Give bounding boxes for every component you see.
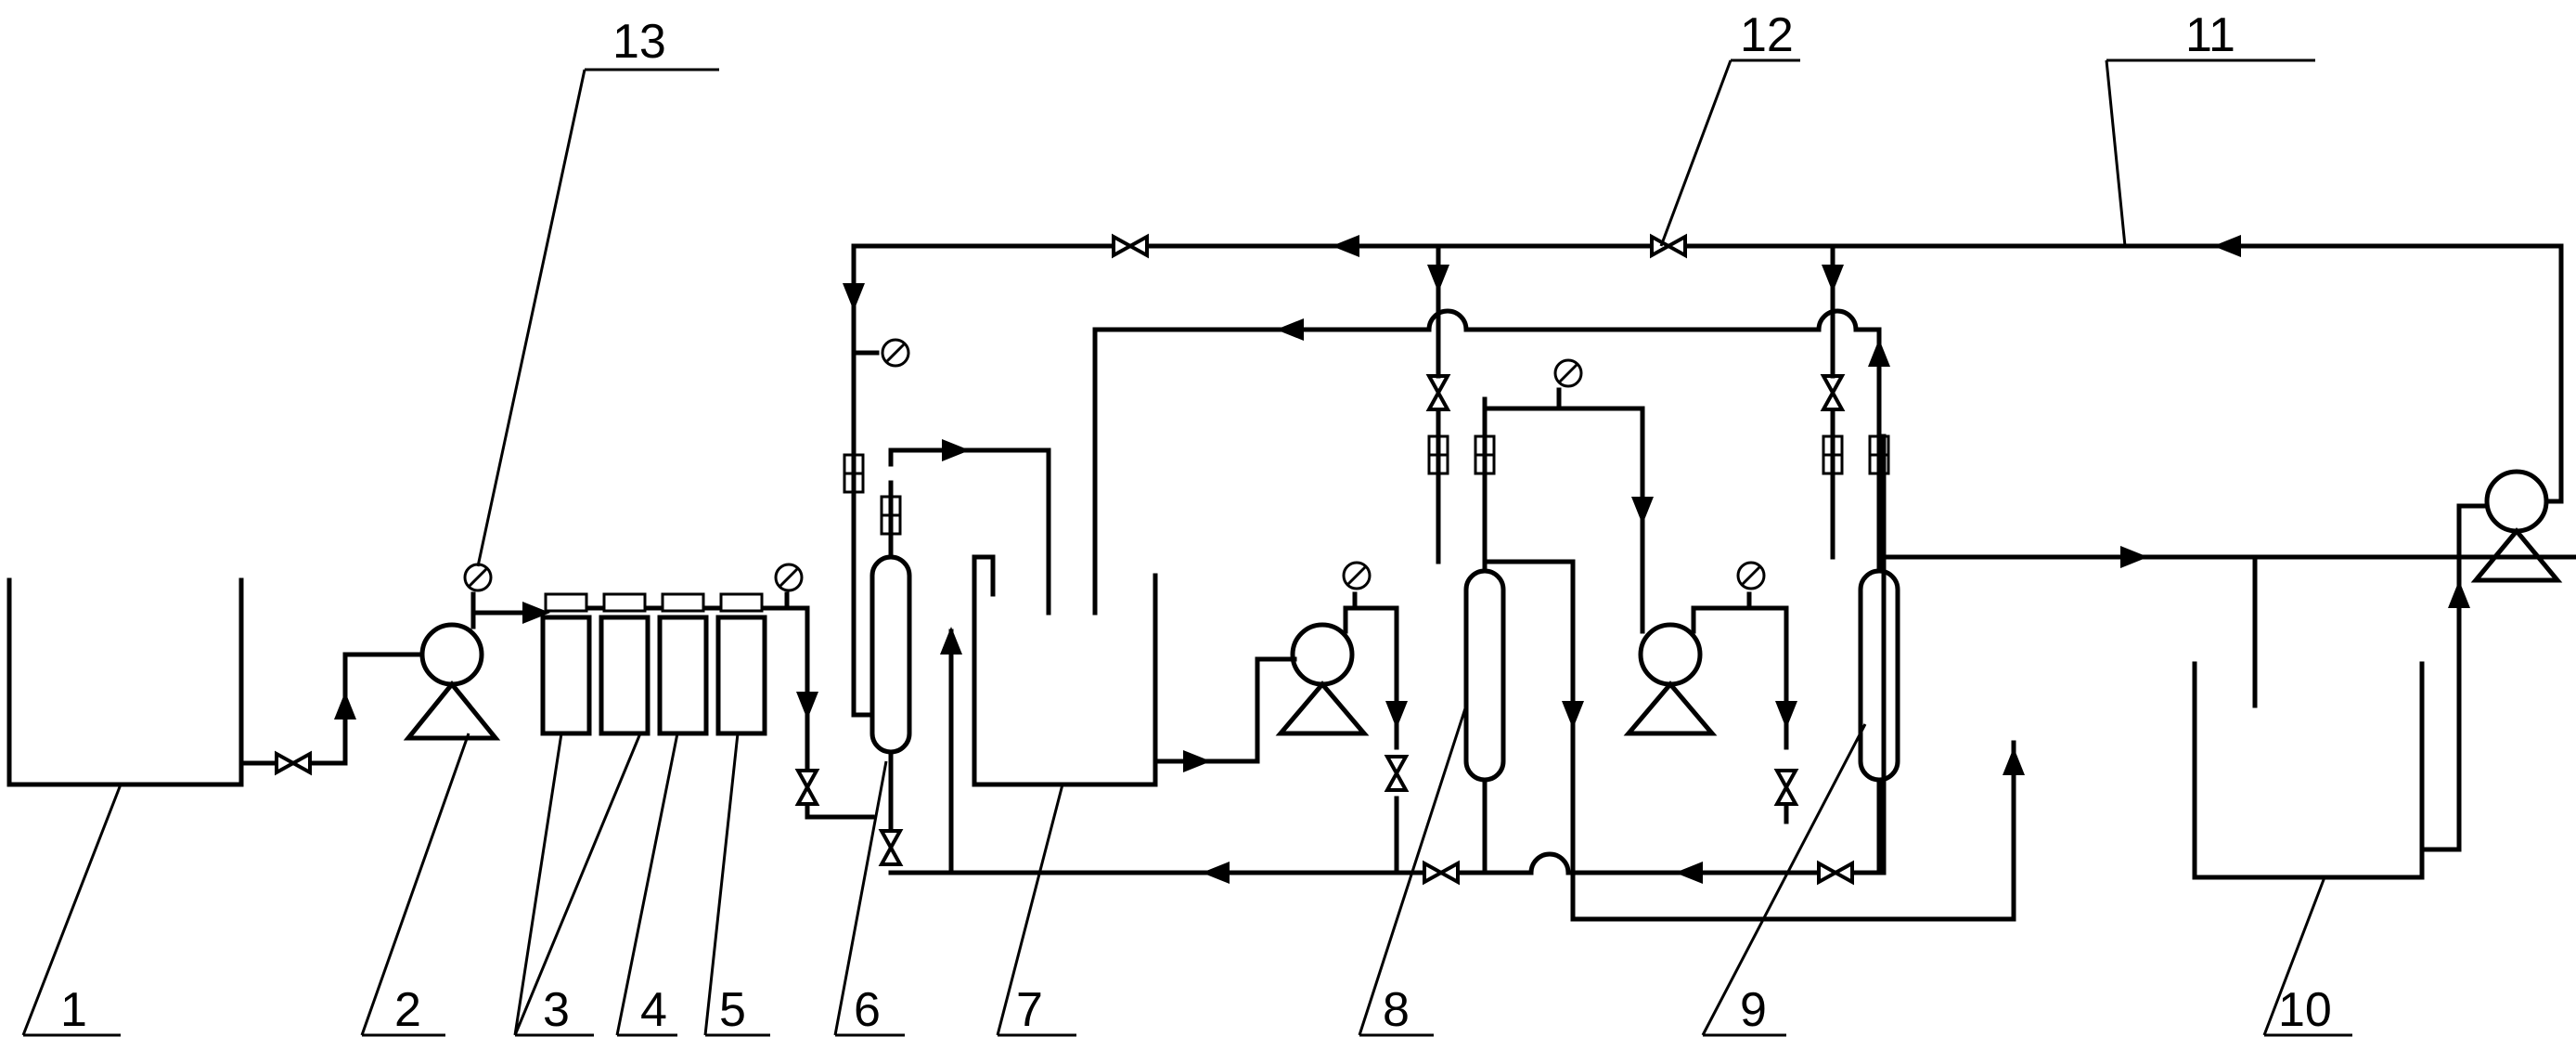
label-9: 9 xyxy=(1740,983,1767,1037)
label-1: 1 xyxy=(60,983,87,1037)
valve-recycle-12 xyxy=(1650,233,1687,259)
pipe-return-to-tank7 xyxy=(1092,318,1409,616)
valve-tank1-outlet xyxy=(275,750,312,776)
pump-column9 xyxy=(1623,561,1797,824)
pipe-tank1-to-pump2 xyxy=(238,652,425,766)
column-6 xyxy=(869,439,1051,866)
tank-10 xyxy=(2192,554,2425,880)
pressure-gauge-13 xyxy=(463,563,493,629)
valve-column6-inlet xyxy=(794,769,820,806)
valve-column9-top xyxy=(1820,374,1846,411)
filter-3a xyxy=(540,592,592,736)
label-8: 8 xyxy=(1383,983,1410,1037)
pipe-tank10-to-pump xyxy=(2419,503,2490,852)
pump-column8 xyxy=(1275,561,1408,875)
pipe-lower-loop xyxy=(1570,740,2025,922)
top-recycle-line xyxy=(851,235,2564,379)
valve-column8-top xyxy=(1425,374,1451,411)
column-8 xyxy=(1427,396,1584,922)
valve-column8-feed xyxy=(1384,755,1410,792)
pipe-tank7-to-pump xyxy=(1153,656,1297,772)
leader-lines xyxy=(21,58,2352,1037)
column-9 xyxy=(1403,308,2576,875)
label-3: 3 xyxy=(543,983,570,1037)
label-11: 11 xyxy=(2185,8,2235,62)
valve-column6-bottom xyxy=(878,829,904,866)
label-4: 4 xyxy=(640,983,667,1037)
pipe-recycle-to-column6 xyxy=(843,243,910,718)
tank-1 xyxy=(6,577,244,787)
pump-2 xyxy=(403,622,501,741)
label-10: 10 xyxy=(2278,983,2332,1037)
label-5: 5 xyxy=(719,983,746,1037)
valve-column9-feed xyxy=(1773,769,1799,806)
pipe-bottom-return xyxy=(888,434,1887,884)
label-2: 2 xyxy=(394,983,421,1037)
pipe-column8-to-pump9 xyxy=(1482,358,1654,597)
tank-7 xyxy=(972,554,1158,787)
valve-recycle-column6 xyxy=(1112,233,1149,259)
label-6: 6 xyxy=(854,983,881,1037)
valve-bottom-return-8 xyxy=(1423,860,1460,886)
pipe-pump2-to-filters xyxy=(470,602,550,629)
pressure-gauge-filter xyxy=(774,563,804,611)
item-labels: 1 2 3 4 5 6 7 8 9 10 11 12 13 xyxy=(60,8,2332,1037)
filter-4 xyxy=(657,592,709,736)
valve-bottom-return-9 xyxy=(1817,860,1854,886)
filter-5 xyxy=(715,592,767,736)
label-13: 13 xyxy=(612,15,666,69)
pump-tank10 xyxy=(2470,243,2564,583)
filter-3b xyxy=(599,592,650,736)
label-7: 7 xyxy=(1016,983,1043,1037)
label-12: 12 xyxy=(1740,8,1794,62)
